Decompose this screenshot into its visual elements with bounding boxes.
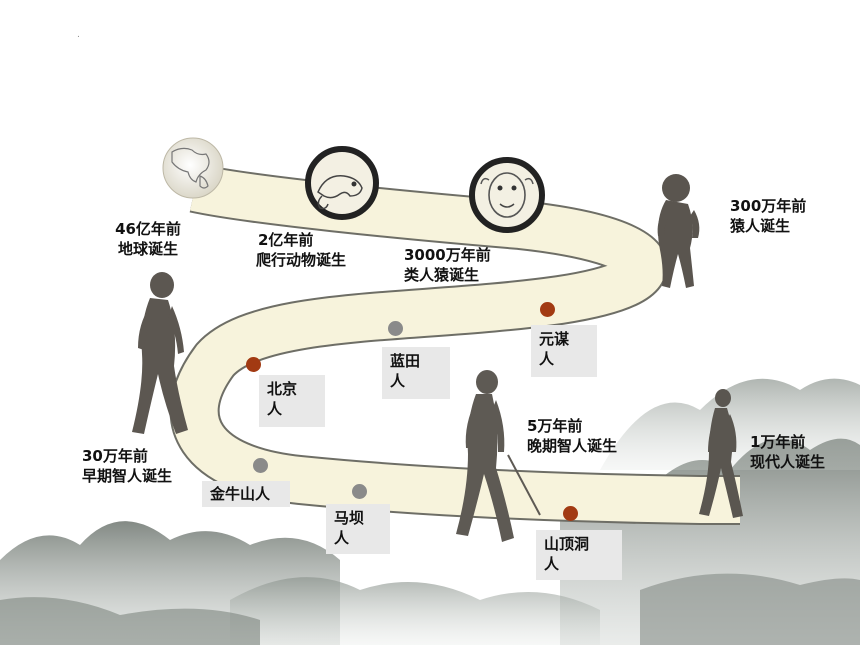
milestone-late-sapiens: 5万年前晚期智人诞生 bbox=[527, 417, 618, 455]
site-dot-jinniushan bbox=[253, 458, 268, 473]
site-label-maba: 马坝人 bbox=[326, 504, 390, 554]
milestone-modern: 1万年前现代人诞生 bbox=[750, 433, 826, 471]
chameleon-icon bbox=[305, 146, 379, 220]
milestone-hominid: 300万年前猿人诞生 bbox=[730, 197, 807, 235]
milestone-early-sapiens: 30万年前早期智人诞生 bbox=[82, 447, 173, 485]
site-dot-yuanmou bbox=[540, 302, 555, 317]
milestone-ape: 3000万年前类人猿诞生 bbox=[404, 246, 491, 284]
site-label-yuanmou: 元谋人 bbox=[531, 325, 597, 377]
site-label-lantian: 蓝田人 bbox=[382, 347, 450, 399]
late-human-figure-icon bbox=[456, 370, 541, 542]
site-dot-beijing bbox=[246, 357, 261, 372]
site-label-beijing: 北京人 bbox=[259, 375, 325, 427]
monkey-face-icon bbox=[469, 157, 545, 233]
stray-mark: . bbox=[77, 30, 80, 40]
site-dot-maba bbox=[352, 484, 367, 499]
site-label-jinniushan: 金牛山人 bbox=[202, 481, 290, 507]
ape-figure-icon bbox=[657, 174, 700, 288]
milestone-earth: 46亿年前地球诞生 bbox=[115, 220, 181, 258]
globe-icon bbox=[162, 137, 224, 199]
modern-human-figure-icon bbox=[699, 389, 743, 518]
site-label-shandingdong: 山顶洞人 bbox=[536, 530, 622, 580]
evolution-path bbox=[169, 163, 740, 525]
site-dot-lantian bbox=[388, 321, 403, 336]
early-human-figure-icon bbox=[132, 272, 188, 434]
site-dot-shandingdong bbox=[563, 506, 578, 521]
milestone-reptile: 2亿年前爬行动物诞生 bbox=[256, 231, 347, 269]
